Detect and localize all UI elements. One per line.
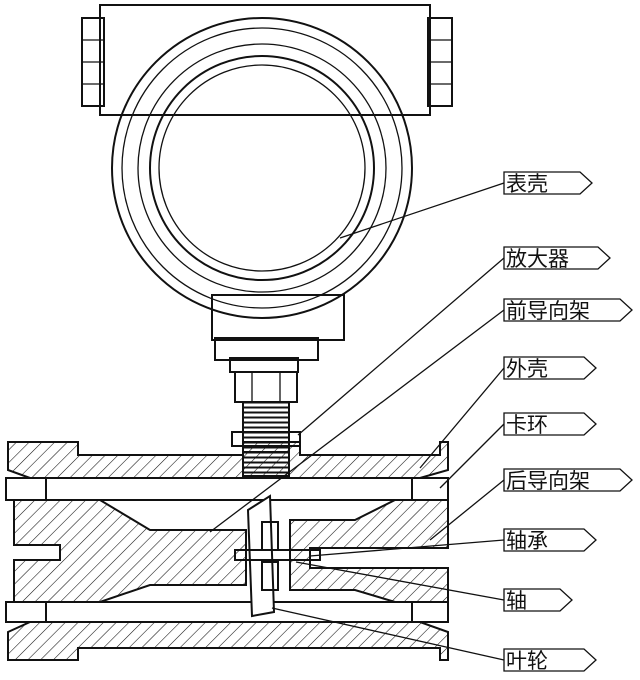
label-shaft: 轴 bbox=[506, 589, 527, 613]
label-rear-guide: 后导向架 bbox=[506, 469, 590, 493]
label-outer-shell: 外壳 bbox=[506, 357, 548, 381]
label-front-guide: 前导向架 bbox=[506, 299, 590, 323]
label-amplifier: 放大器 bbox=[506, 247, 569, 271]
label-bearing: 轴承 bbox=[506, 529, 548, 553]
callout-shaft: 轴 bbox=[295, 561, 573, 613]
right-cable-gland bbox=[427, 17, 453, 107]
internals bbox=[13, 494, 449, 618]
pipe-body bbox=[5, 441, 449, 661]
callout-front-guide: 前导向架 bbox=[209, 298, 633, 533]
callout-clamp-ring: 卡环 bbox=[439, 412, 597, 489]
left-cable-gland bbox=[81, 17, 105, 107]
callout-rear-guide: 后导向架 bbox=[429, 468, 633, 541]
label-impeller: 叶轮 bbox=[506, 649, 548, 673]
housing-head bbox=[81, 4, 453, 453]
label-housing: 表壳 bbox=[506, 172, 548, 196]
callout-amplifier: 放大器 bbox=[297, 246, 611, 436]
label-clamp-ring: 卡环 bbox=[506, 413, 548, 437]
callout-bearing: 轴承 bbox=[309, 528, 597, 557]
callout-outer-shell: 外壳 bbox=[419, 356, 597, 469]
callout-housing: 表壳 bbox=[339, 171, 593, 239]
callout-impeller: 叶轮 bbox=[271, 607, 597, 673]
